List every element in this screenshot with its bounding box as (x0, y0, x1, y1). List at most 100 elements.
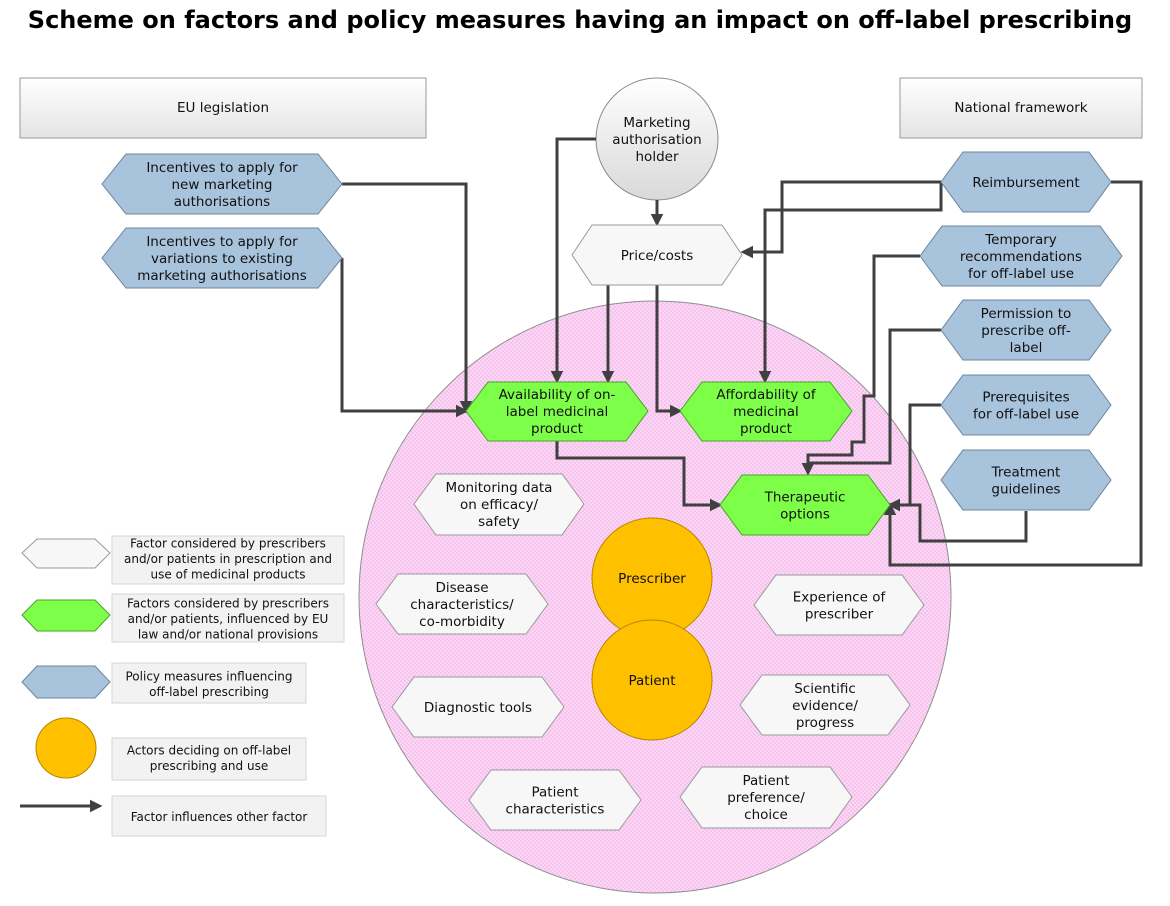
label-line: Therapeutic (764, 490, 846, 506)
arrow-permission-to-therapeutic (801, 328, 941, 476)
label-line: Factors considered by prescribers (127, 597, 329, 611)
label-line: Prerequisites (982, 390, 1069, 406)
arrow-incentives-new-to-availability (342, 182, 473, 414)
label-line: Treatment (991, 465, 1061, 481)
national-framework-label: National framework (954, 100, 1087, 116)
label-line: Diagnostic tools (424, 700, 532, 716)
label-line: prescribing and use (150, 759, 268, 773)
arrow-temporary-recommendations-to-therapeutic (801, 254, 920, 476)
label-line: Scientific (794, 681, 856, 697)
node-label: Reimbursement (972, 175, 1079, 191)
label-line: on efficacy/ (460, 497, 539, 513)
label-line: label (1010, 340, 1043, 356)
arrow-reimbursement-to-therapeutic (883, 180, 1143, 567)
label-line: safety (478, 514, 520, 530)
price-costs-node: Price/costs (571, 224, 743, 286)
label-line: for off-label use (968, 266, 1074, 282)
label-line: options (780, 507, 830, 523)
label-line: choice (744, 807, 788, 823)
label-line: new marketing (172, 177, 273, 193)
arrows (340, 137, 1143, 567)
label-line: prescribe off- (981, 323, 1071, 339)
label-line: authorisation (612, 132, 701, 148)
label-line: evidence/ (792, 698, 858, 714)
label-line: preference/ (727, 790, 805, 806)
node-label: Actors deciding on off-label prescribing … (127, 743, 291, 773)
label-line: Factor considered by prescribers (130, 537, 326, 551)
legend-item-arrow: Factor influences other factor (20, 795, 327, 837)
patient-label: Patient (628, 673, 675, 689)
label-line: Incentives to apply for (146, 160, 298, 176)
label-line: holder (636, 149, 679, 165)
label-line: Marketing (623, 115, 690, 131)
page-title: Scheme on factors and policy measures ha… (27, 6, 1133, 34)
arrow-reimbursement-to-price (740, 180, 941, 259)
national-framework-frame: National framework (899, 77, 1143, 139)
label-line: label medicinal (506, 404, 608, 420)
label-line: guidelines (991, 482, 1060, 498)
label-line: progress (796, 715, 854, 731)
label-line: Patient (628, 673, 675, 689)
label-line: off-label prescribing (149, 685, 269, 699)
arrow-incentives-variations-to-availability (340, 258, 469, 418)
label-line: recommendations (960, 249, 1082, 265)
label-line: Incentives to apply for (146, 234, 298, 250)
label-line: characteristics/ (410, 597, 514, 613)
arrow-availability-to-therapeutic (555, 441, 723, 512)
label-line: marketing authorisations (137, 268, 307, 284)
label-line: Monitoring data (446, 480, 553, 496)
label-line: Factor influences other factor (131, 810, 308, 824)
label-line: Patient (742, 773, 789, 789)
diagnostic-tools-node: Diagnostic tools (391, 676, 565, 738)
label-line: for off-label use (973, 407, 1079, 423)
label-line: use of medicinal products (151, 568, 306, 582)
label-line: Permission to (981, 306, 1072, 322)
label-line: co-morbidity (419, 614, 505, 630)
node-label: Diagnostic tools (424, 700, 532, 716)
arrow-price-to-affordability (655, 285, 683, 418)
label-line: Actors deciding on off-label (127, 743, 291, 757)
label-line: Availability of on- (499, 387, 616, 403)
label-line: and/or patients in prescription and (124, 552, 332, 566)
eu-legislation-frame: EU legislation (19, 77, 427, 139)
label-line: product (740, 421, 792, 437)
legend-item-actor: Actors deciding on off-label prescribing … (35, 717, 307, 781)
label-line: law and/or national provisions (138, 628, 318, 642)
label-line: Price/costs (621, 248, 694, 264)
label-line: Prescriber (618, 571, 686, 587)
label-line: Reimbursement (972, 175, 1079, 191)
